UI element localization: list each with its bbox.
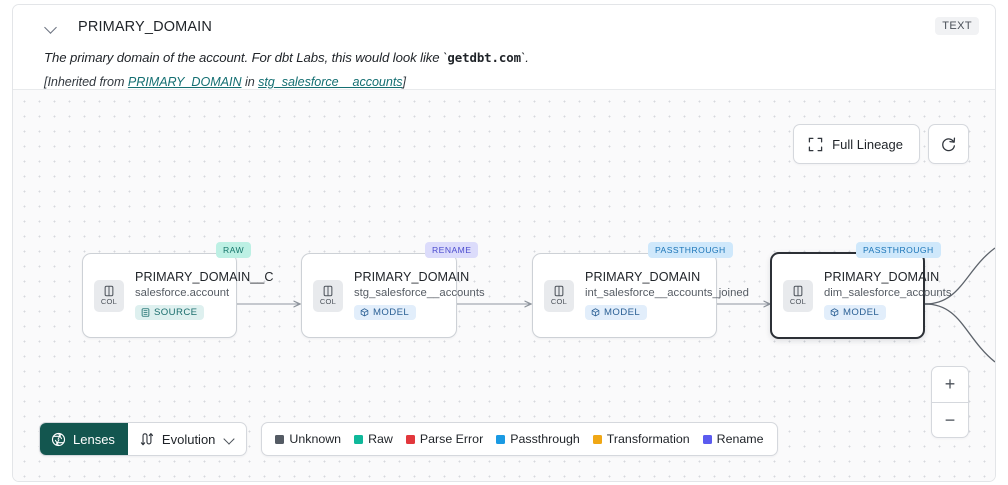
legend-swatch-transformation (592, 434, 602, 444)
lenses-label: Lenses (73, 431, 115, 447)
column-chip-label: COL (789, 297, 807, 307)
column-glyph (554, 286, 564, 297)
column-glyph (104, 286, 114, 297)
edge-out-top (924, 247, 995, 305)
legend-label: Unknown (289, 432, 342, 446)
legend-item: Rename (702, 432, 764, 446)
node-kind-badge: SOURCE (135, 304, 205, 320)
inherited-column-link[interactable]: PRIMARY_DOMAIN (127, 74, 242, 89)
column-glyph (793, 286, 803, 297)
legend-item: Parse Error (405, 432, 484, 446)
inherited-prefix: [Inherited from (44, 74, 128, 89)
column-chip-label: COL (100, 297, 118, 307)
database-icon (141, 307, 150, 317)
column-chip-label: COL (550, 297, 568, 307)
canvas-bottom-bar: Lenses Evolution (39, 422, 778, 456)
column-icon: COL (313, 279, 343, 312)
description-text: The primary domain of the account. For d… (44, 50, 448, 65)
node-name: PRIMARY_DOMAIN__C (135, 269, 274, 284)
refresh-button[interactable] (928, 124, 969, 164)
chevron-down-icon (225, 434, 235, 444)
lenses-segmented-control: Lenses Evolution (39, 422, 248, 456)
legend-item: Transformation (592, 432, 690, 446)
lineage-legend: Unknown Raw Parse Error Passthrough (261, 422, 778, 456)
node-name: PRIMARY_DOMAIN (824, 269, 940, 284)
cube-icon (830, 307, 839, 316)
legend-label: Passthrough (510, 432, 580, 446)
full-lineage-button[interactable]: Full Lineage (793, 124, 920, 164)
node-tag-passthrough: PASSTHROUGH (856, 242, 941, 258)
column-chip-label: COL (319, 297, 337, 307)
node-tag-passthrough: PASSTHROUGH (648, 242, 733, 258)
edge-out-bottom (924, 303, 995, 363)
node-tag-raw: RAW (216, 242, 252, 258)
lenses-button[interactable]: Lenses (40, 423, 128, 455)
chevron-down-icon[interactable] (44, 20, 58, 34)
node-kind-label: MODEL (604, 306, 641, 318)
column-icon: COL (783, 279, 813, 312)
legend-item: Raw (354, 432, 393, 446)
lineage-canvas[interactable]: RAW COL PRIMARY_DOMAIN__C salesforce.acc… (13, 89, 995, 481)
legend-swatch-passthrough (496, 434, 506, 444)
node-name: PRIMARY_DOMAIN (354, 269, 470, 284)
node-kind-badge: MODEL (585, 304, 648, 320)
node-subtitle: salesforce.account (135, 286, 230, 299)
node-kind-badge: MODEL (354, 304, 417, 320)
lineage-node-salesforce-account[interactable]: COL PRIMARY_DOMAIN__C salesforce.account (82, 253, 274, 338)
column-glyph (323, 286, 333, 297)
legend-item: Passthrough (496, 432, 580, 446)
aperture-icon (51, 432, 66, 446)
legend-label: Rename (716, 432, 764, 446)
canvas-top-controls: Full Lineage (793, 124, 969, 164)
legend-swatch-unknown (275, 434, 285, 444)
node-subtitle: dim_salesforce_accounts (824, 286, 952, 299)
inherited-model-link[interactable]: stg_salesforce__accounts (258, 74, 403, 89)
evolution-label: Evolution (161, 431, 216, 447)
node-subtitle: int_salesforce__accounts_joined (585, 286, 749, 299)
inherited-mid: in (241, 74, 259, 89)
legend-swatch-rename (702, 434, 712, 444)
legend-label: Parse Error (419, 432, 484, 446)
column-description: The primary domain of the account. For d… (44, 50, 979, 66)
cube-icon (360, 307, 369, 316)
inherited-from-line: [Inherited from PRIMARY_DOMAIN in stg_sa… (44, 75, 979, 89)
zoom-out-button[interactable]: − (932, 402, 968, 437)
node-subtitle: stg_salesforce__accounts (354, 286, 485, 299)
node-kind-badge: MODEL (824, 304, 887, 320)
node-kind-label: MODEL (373, 306, 410, 318)
legend-item: Unknown (275, 432, 341, 446)
column-type-badge: TEXT (935, 17, 979, 35)
legend-swatch-parse-error (405, 434, 415, 444)
node-kind-label: SOURCE (154, 306, 198, 318)
legend-label: Raw (368, 432, 393, 446)
evolution-icon (140, 433, 153, 446)
node-tag-rename: RENAME (425, 242, 479, 258)
description-suffix: `. (520, 50, 529, 65)
legend-swatch-raw (354, 434, 364, 444)
zoom-in-button[interactable]: + (944, 374, 956, 394)
column-lineage-panel: PRIMARY_DOMAIN TEXT The primary domain o… (12, 4, 996, 482)
page-title: PRIMARY_DOMAIN (78, 19, 212, 35)
column-icon: COL (544, 279, 574, 312)
full-lineage-label: Full Lineage (832, 136, 903, 152)
lineage-node-int-salesforce-accounts-joined[interactable]: COL PRIMARY_DOMAIN int_salesforce__accou… (532, 253, 749, 338)
column-icon: COL (94, 279, 124, 312)
expand-icon (808, 137, 823, 151)
node-kind-label: MODEL (843, 306, 880, 318)
refresh-icon (942, 136, 956, 151)
panel-header: PRIMARY_DOMAIN TEXT The primary domain o… (13, 5, 995, 89)
zoom-controls: + − (931, 366, 969, 438)
legend-label: Transformation (606, 432, 690, 446)
inherited-suffix: ] (402, 74, 407, 89)
evolution-dropdown[interactable]: Evolution (128, 423, 246, 455)
description-code: getdbt.com (447, 50, 521, 65)
header-title-row: PRIMARY_DOMAIN (29, 15, 979, 39)
lineage-node-dim-salesforce-accounts[interactable]: COL PRIMARY_DOMAIN dim_salesforce_accoun… (770, 252, 952, 339)
node-name: PRIMARY_DOMAIN (585, 269, 701, 284)
cube-icon (591, 307, 600, 316)
lineage-node-stg-salesforce-accounts[interactable]: COL PRIMARY_DOMAIN stg_salesforce__accou… (301, 253, 485, 338)
